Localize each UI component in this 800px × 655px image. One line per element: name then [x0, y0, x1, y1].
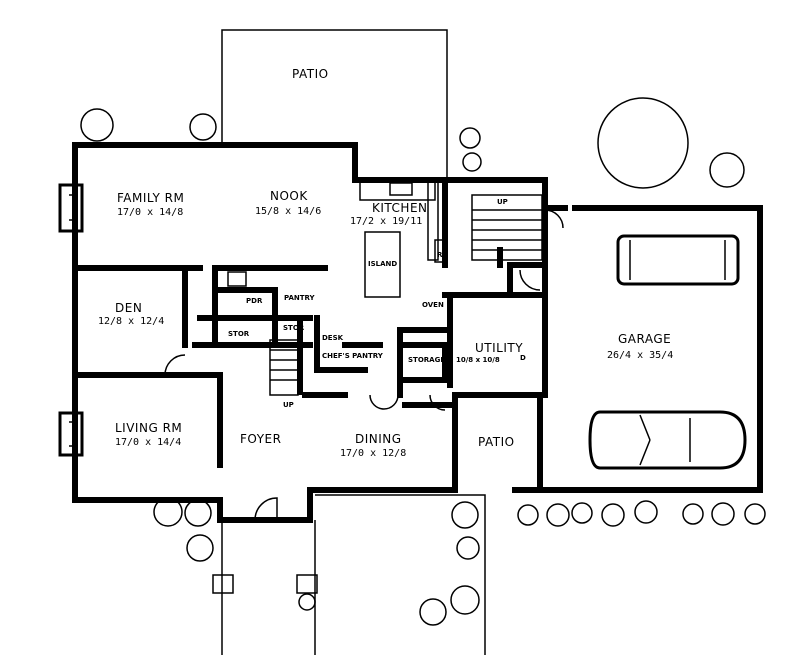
patio-top-outline — [221, 29, 448, 180]
label-r: R — [437, 251, 443, 259]
doors — [164, 209, 564, 521]
room-dining: DINING — [355, 432, 402, 446]
label-up-bottom: UP — [283, 401, 294, 409]
label-storage: STORAGE — [408, 356, 445, 364]
room-utility: UTILITY — [475, 341, 523, 355]
room-den: DEN — [115, 301, 142, 315]
room-living-rm: LIVING RM — [115, 421, 182, 435]
room-garage-dims: 26/4 x 35/4 — [607, 350, 673, 361]
label-chefs-pantry: CHEF'S PANTRY — [322, 352, 384, 360]
room-utility-dims: 10/8 x 10/8 — [456, 356, 500, 364]
label-stor-1: STOR — [228, 330, 250, 338]
room-family-rm: FAMILY RM — [117, 191, 184, 205]
room-kitchen-dims: 17/2 x 19/11 — [350, 216, 422, 227]
room-den-dims: 12/8 x 12/4 — [98, 316, 164, 327]
label-island: ISLAND — [368, 260, 397, 268]
patio-bottom-outline — [221, 494, 486, 655]
room-patio-top: PATIO — [292, 67, 329, 81]
main-walls — [72, 142, 763, 523]
room-kitchen: KITCHEN — [372, 201, 428, 215]
label-desk: DESK — [322, 334, 344, 342]
kitchen-fixtures — [227, 179, 448, 298]
room-dining-dims: 17/0 x 12/8 — [340, 448, 406, 459]
room-nook-dims: 15/8 x 14/6 — [255, 206, 321, 217]
label-oven: OVEN — [422, 301, 444, 309]
label-pdr: PDR — [246, 297, 263, 305]
stairs — [269, 194, 543, 396]
landscaping — [80, 97, 766, 626]
cars — [588, 234, 747, 470]
label-d: D — [520, 354, 526, 362]
fireplaces — [58, 183, 84, 457]
label-stor-2: STOR — [283, 324, 305, 332]
room-living-rm-dims: 17/0 x 14/4 — [115, 437, 181, 448]
room-foyer: FOYER — [240, 432, 281, 446]
label-pantry: PANTRY — [284, 294, 316, 302]
room-family-rm-dims: 17/0 x 14/8 — [117, 207, 183, 218]
label-up-top: UP — [497, 198, 508, 206]
room-nook: NOOK — [270, 189, 308, 203]
room-garage: GARAGE — [618, 332, 671, 346]
room-patio-right: PATIO — [478, 435, 515, 449]
